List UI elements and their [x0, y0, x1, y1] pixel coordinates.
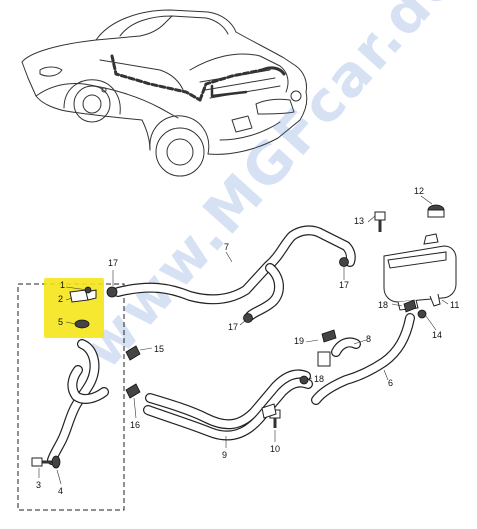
- callout-18-center: 18: [314, 374, 324, 384]
- callout-12: 12: [414, 186, 424, 196]
- callout-4: 4: [58, 486, 63, 496]
- hoses: [47, 225, 415, 465]
- callout-6: 6: [388, 378, 393, 388]
- callout-1: 1: [60, 280, 65, 290]
- bolt-13: [374, 211, 386, 232]
- clips-and-fittings: [31, 257, 427, 469]
- callout-3: 3: [36, 480, 41, 490]
- callout-17-lower: 17: [228, 322, 238, 332]
- callout-17-right: 17: [339, 280, 349, 290]
- callout-7: 7: [224, 242, 229, 252]
- callout-17-left: 17: [108, 258, 118, 268]
- callout-9: 9: [222, 450, 227, 460]
- callout-11: 11: [450, 300, 459, 310]
- callout-13: 13: [354, 216, 364, 226]
- callout-labels: 1 2 5 17 7 17 17 12 13 11 18 14 8 19 18 …: [36, 186, 459, 496]
- leader-lines: [38, 195, 449, 485]
- car-illustration: [21, 9, 308, 177]
- callout-5: 5: [58, 317, 63, 327]
- callout-18-right: 18: [378, 300, 388, 310]
- callout-14: 14: [432, 330, 442, 340]
- callout-19: 19: [294, 336, 304, 346]
- highlight-marker: [44, 278, 104, 338]
- callout-10: 10: [270, 444, 280, 454]
- tank-cap: [427, 204, 445, 218]
- callout-16: 16: [130, 420, 140, 430]
- expansion-tank: [383, 233, 457, 311]
- callout-15: 15: [154, 344, 164, 354]
- callout-2: 2: [58, 294, 63, 304]
- callout-8: 8: [366, 334, 371, 344]
